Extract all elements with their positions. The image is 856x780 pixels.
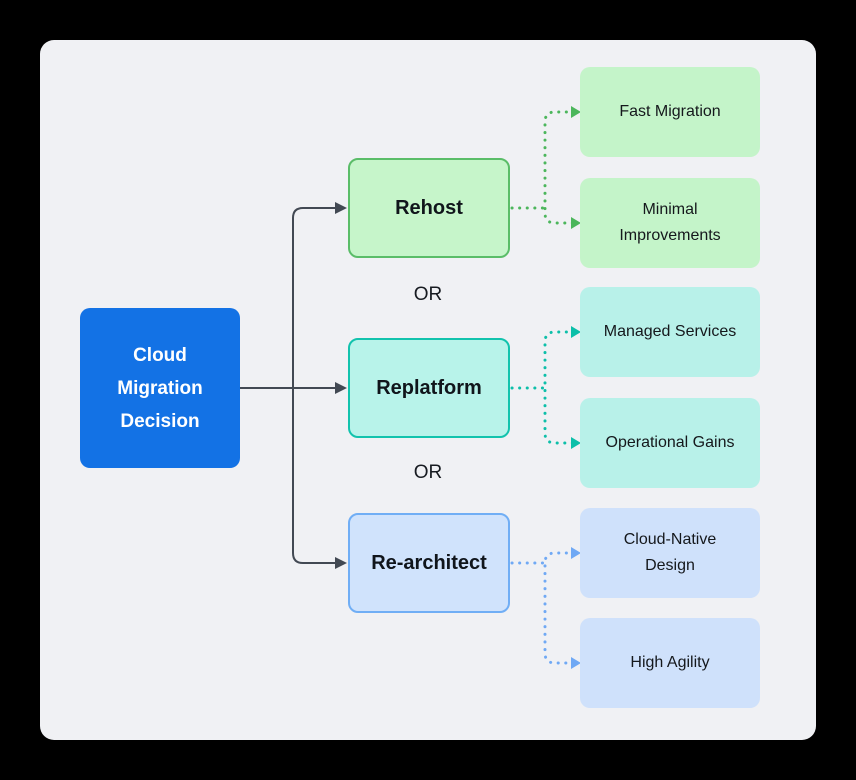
diagram-canvas: Cloud Migration Decision OR OR Rehost Re… [40,40,816,740]
branch-node-label: Re-architect [371,551,487,574]
node-replatform: Replatform [348,338,510,438]
node-cloud-migration-decision: Cloud Migration Decision [80,308,240,468]
leaf-node-label: Managed Services [603,323,737,340]
connector-layer [240,106,581,669]
arrowhead-fast-migration [571,106,581,118]
leaf-node-label: Fast Migration [619,103,721,120]
node-rearchitect: Re-architect [348,513,510,613]
edge-replatform-leaves [543,330,576,445]
node-fast-migration: Fast Migration [580,67,760,157]
leaf-node-label: Minimal Improvements [619,201,721,244]
edge-rehost-leaves [543,110,576,225]
edge-root-branches-spine [292,207,335,564]
edge-rearchitect-leaves [543,551,576,665]
arrowhead-managed-services [571,326,581,338]
arrowhead-minimal-improvements [571,217,581,229]
or-label-1: OR [413,284,443,305]
arrowhead-operational-gains [571,437,581,449]
root-node-label: Cloud Migration Decision [117,344,203,432]
leaf-node-label: Cloud-Native Design [623,531,717,574]
node-rehost: Rehost [348,158,510,258]
leaf-node-label: High Agility [630,654,710,671]
node-operational-gains: Operational Gains [580,398,760,488]
arrowhead-rehost [335,202,347,214]
arrowhead-cloud-native-design [571,547,581,559]
node-managed-services: Managed Services [580,287,760,377]
branch-node-label: Replatform [376,376,482,399]
branch-node-label: Rehost [395,196,463,219]
node-high-agility: High Agility [580,618,760,708]
or-label-2: OR [413,462,443,483]
node-cloud-native-design: Cloud-Native Design [580,508,760,598]
leaf-node-label: Operational Gains [605,434,735,451]
arrowhead-rearchitect [335,557,347,569]
arrowhead-high-agility [571,657,581,669]
node-minimal-improvements: Minimal Improvements [580,178,760,268]
arrowhead-replatform [335,382,347,394]
